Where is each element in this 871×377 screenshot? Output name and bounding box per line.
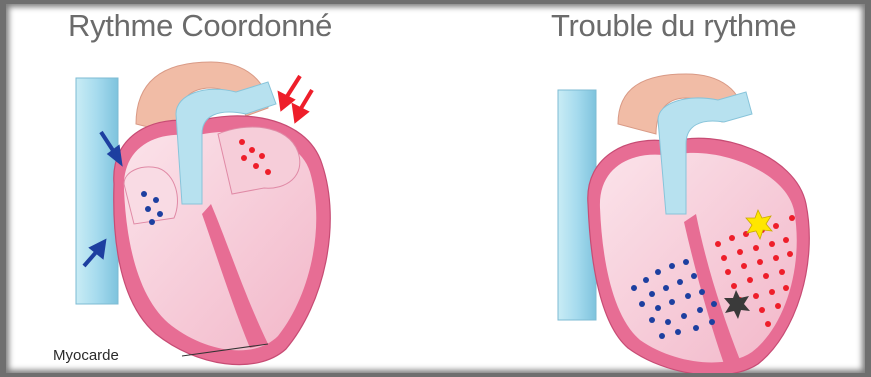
heart-coordinated: [76, 62, 330, 365]
heart-disorder: [558, 74, 809, 373]
diagram-frame: Rythme Coordonné Trouble du rythme: [6, 4, 865, 373]
hearts-illustration: [6, 4, 865, 373]
atrium-left-side: [124, 167, 177, 224]
vena-cava-left: [76, 78, 118, 304]
myocardium-label: Myocarde: [53, 347, 119, 364]
red-arrows-left: [280, 76, 312, 120]
